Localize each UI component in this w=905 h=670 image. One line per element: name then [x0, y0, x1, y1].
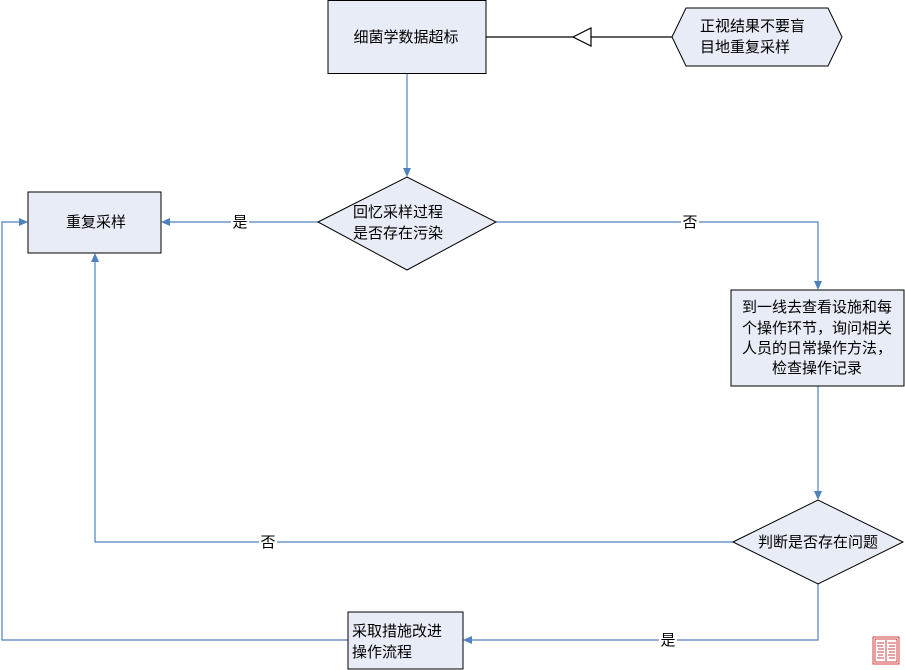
edge-label-no: 否 [260, 533, 275, 551]
node-inspect-line-2: 个操作环节，询问相关 [742, 319, 892, 337]
edge-label-yes: 是 [232, 213, 247, 231]
node-improve-line-1: 采取措施改进 [352, 622, 442, 640]
edge-label-no: 否 [682, 213, 697, 231]
node-decision-problem-label: 判断是否存在问题 [758, 533, 878, 551]
node-resample: 重复采样 [27, 191, 162, 254]
arrow-down-icon [403, 168, 411, 177]
edge-start-to-contamination [403, 73, 411, 177]
node-start-label: 细菌学数据超标 [353, 28, 458, 46]
process-box [347, 611, 464, 670]
edge-contamination-no: 否 [496, 213, 822, 290]
decision-diamond [731, 499, 905, 585]
node-inspect-line-3: 人员的日常操作方法， [742, 339, 892, 357]
node-note-line-1: 正视结果不要盲 [700, 17, 805, 35]
note-link [486, 27, 672, 47]
node-note-line-2: 目地重复采样 [700, 38, 790, 56]
node-decision-contamination-line-2: 是否存在污染 [353, 224, 443, 242]
node-decision-problem: 判断是否存在问题 [731, 499, 905, 585]
annotation-hexagon [671, 7, 843, 67]
arrow-up-icon [91, 253, 99, 262]
edge-line [94, 262, 733, 543]
node-decision-contamination: 回忆采样过程 是否存在污染 [316, 176, 498, 271]
node-decision-contamination-line-1: 回忆采样过程 [353, 203, 443, 221]
edge-problem-no: 否 [91, 253, 733, 551]
seal-stamp-icon [872, 636, 900, 665]
edge-problem-yes: 是 [463, 584, 819, 649]
hollow-triangle-icon [571, 27, 592, 47]
edge-improve-to-resample [1, 218, 348, 641]
arrow-left-icon [463, 636, 472, 644]
edge-line [472, 584, 819, 641]
edge-inspect-to-problem [814, 386, 822, 500]
node-note: 正视结果不要盲 目地重复采样 [671, 7, 843, 67]
process-box [327, 0, 487, 74]
edge-label-yes: 是 [660, 631, 675, 649]
node-start: 细菌学数据超标 [327, 0, 487, 74]
arrow-right-icon [19, 218, 28, 226]
node-inspect-line-4: 检查操作记录 [772, 359, 862, 377]
edge-line [1, 221, 348, 641]
node-improve-line-2: 操作流程 [352, 643, 412, 661]
arrow-down-icon [814, 491, 822, 500]
edge-line [496, 221, 819, 282]
decision-diamond [316, 176, 498, 271]
node-improve: 采取措施改进 操作流程 [347, 611, 464, 670]
node-resample-label: 重复采样 [66, 213, 126, 231]
edge-contamination-yes: 是 [161, 213, 318, 231]
node-inspect: 到一线去查看设施和每 个操作环节，询问相关 人员的日常操作方法， 检查操作记录 [730, 289, 905, 387]
process-box [730, 289, 905, 387]
arrow-left-icon [161, 218, 170, 226]
process-box [27, 191, 162, 254]
arrow-down-icon [814, 281, 822, 290]
node-inspect-line-1: 到一线去查看设施和每 [742, 298, 892, 316]
